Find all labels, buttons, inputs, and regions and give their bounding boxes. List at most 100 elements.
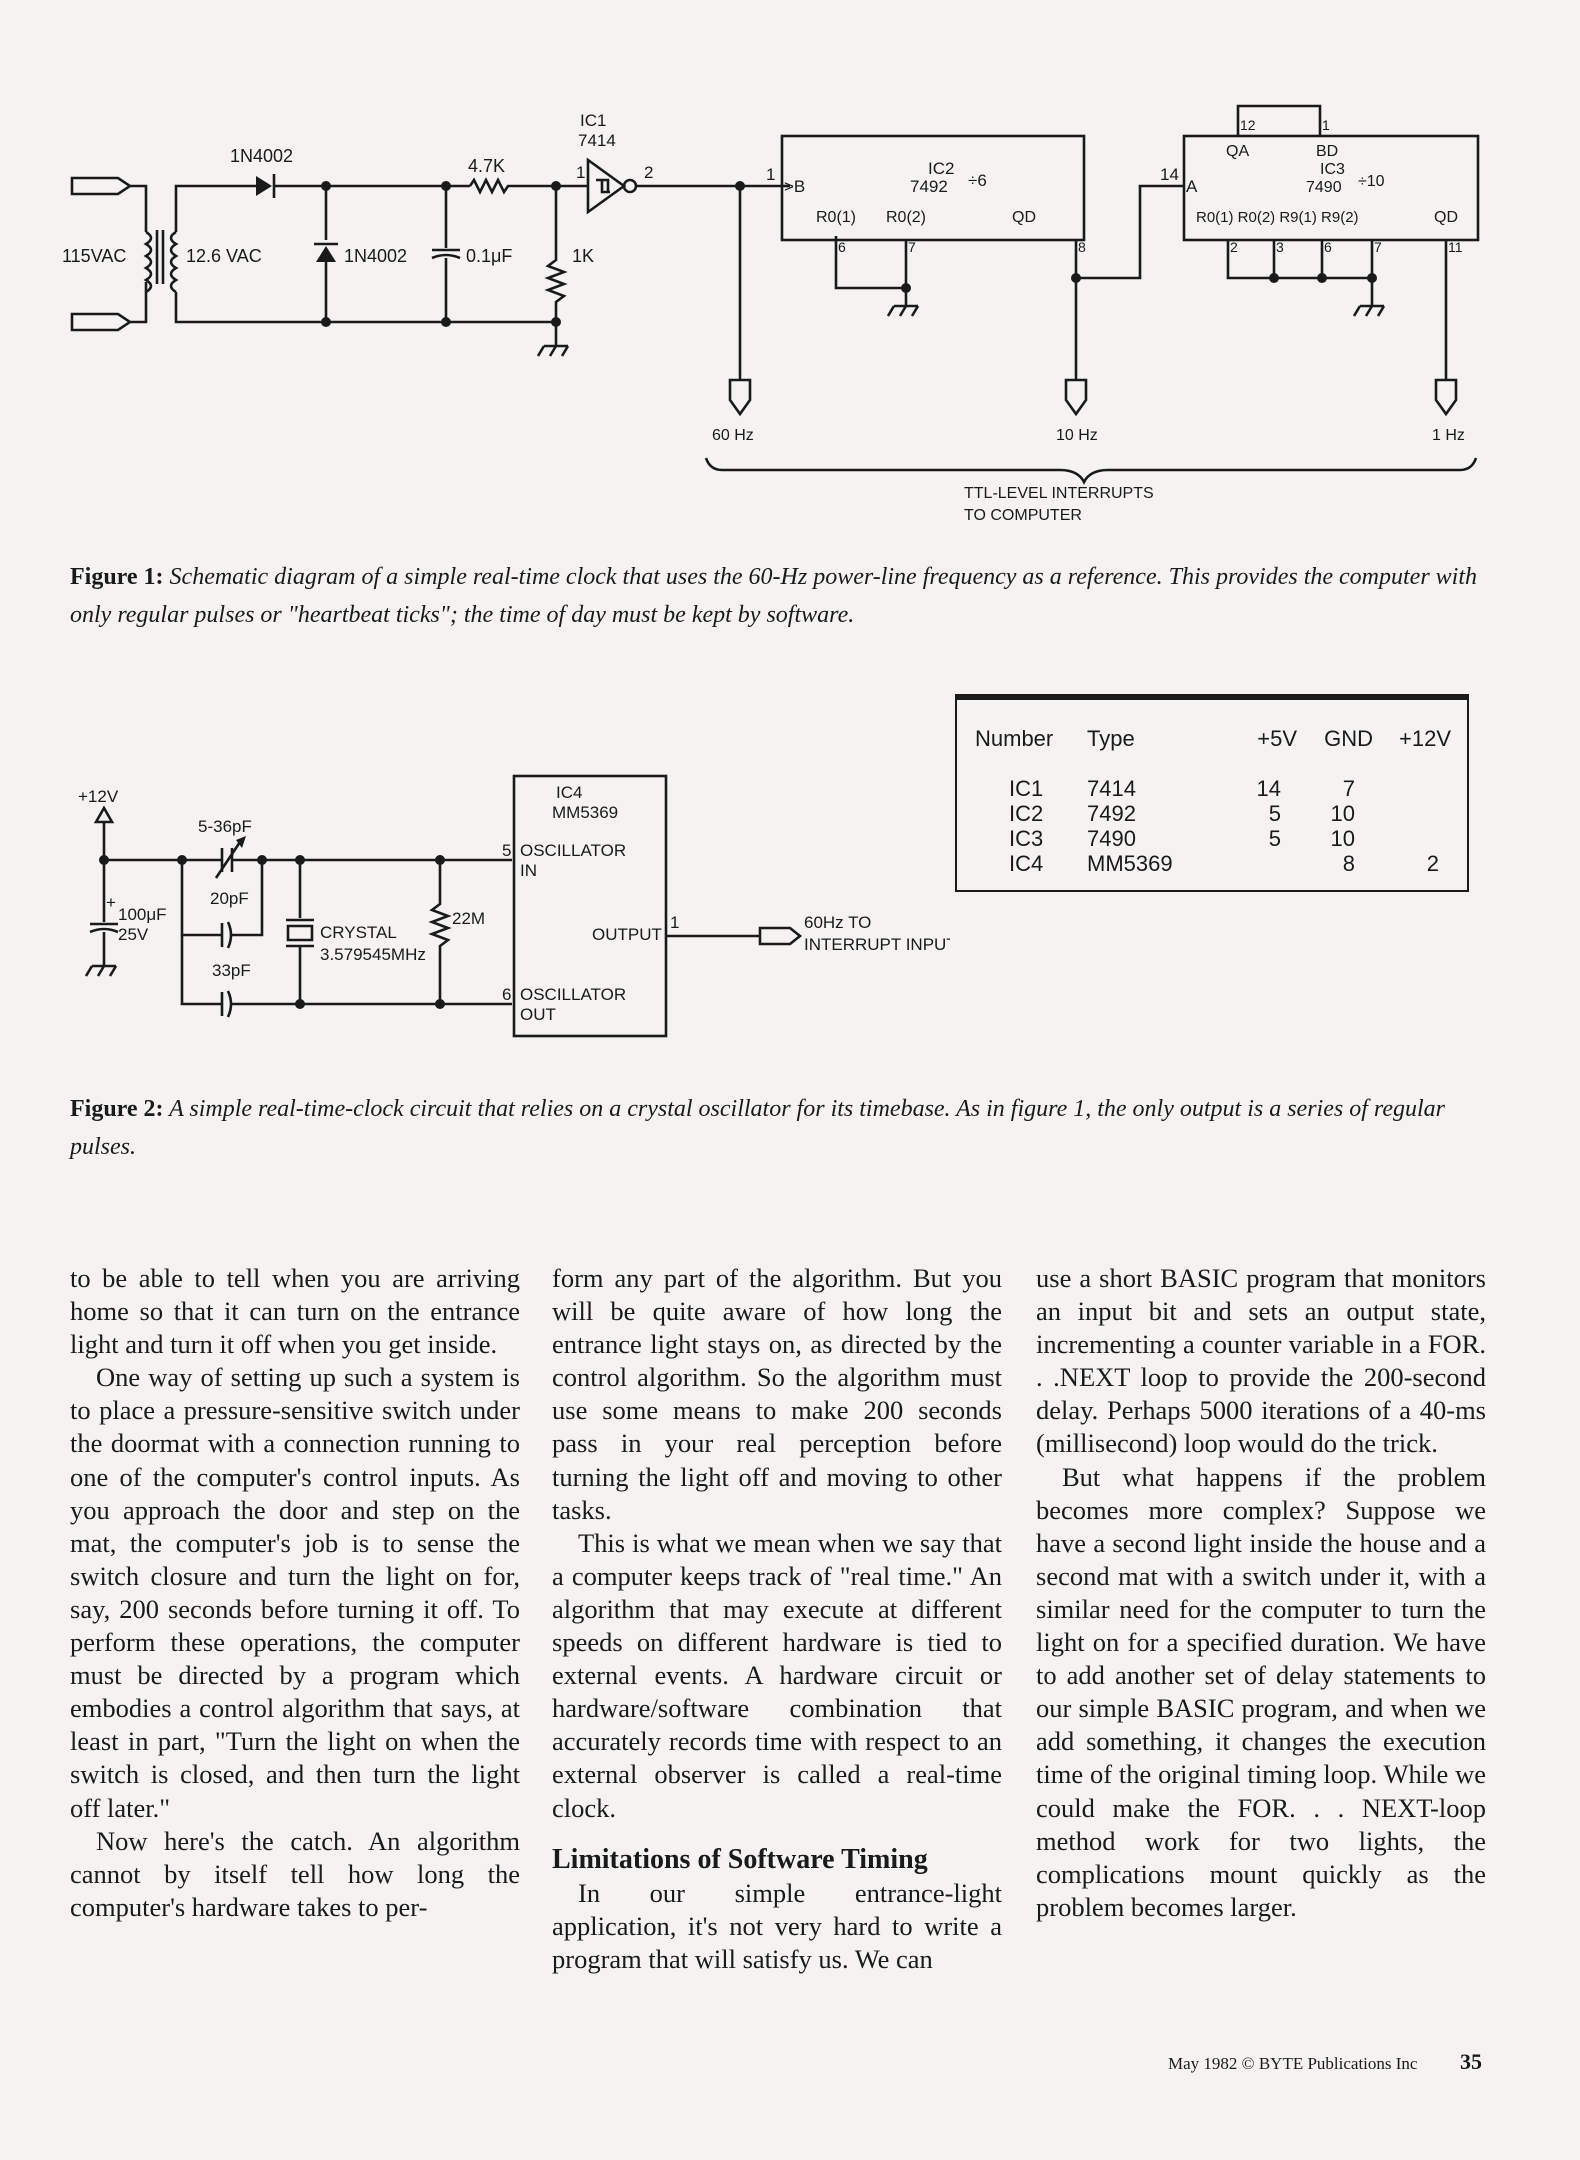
ic2-part: 7492: [910, 177, 948, 196]
figure1-caption-text: Schematic diagram of a simple real-time …: [70, 564, 1478, 628]
table-header-12v: +12V: [1399, 726, 1451, 751]
resistor-47k-label: 4.7K: [468, 156, 505, 176]
table-cell: 7: [1342, 776, 1355, 801]
ic4-pin6: 6: [502, 985, 511, 1004]
figure2-caption-label: Figure 2:: [70, 1096, 164, 1122]
cap20-label: 20pF: [210, 889, 249, 908]
table-cell: 5: [1268, 801, 1281, 826]
ic2-reset2: R0(2): [886, 209, 926, 226]
capacitor-label: 0.1μF: [466, 246, 512, 266]
figure1-caption-label: Figure 1:: [70, 564, 164, 590]
resistor-22m-label: 22M: [452, 909, 485, 928]
ic3-resets: R0(1) R0(2) R9(1) R9(2): [1196, 209, 1359, 226]
ic2-pin-b: >B: [784, 177, 805, 196]
ic1-name: IC1: [580, 111, 606, 130]
interrupts-label-line2: TO COMPUTER: [964, 507, 1082, 524]
ic1-pin-out: 2: [644, 163, 653, 182]
ic3-pin-a: A: [1186, 177, 1198, 196]
interrupts-label-line1: TTL-LEVEL INTERRUPTS: [964, 485, 1154, 502]
resistor-1k-label: 1K: [572, 246, 594, 266]
table-cell: IC1: [1009, 776, 1044, 801]
ic4-name: IC4: [556, 783, 582, 802]
table-cell: IC3: [1009, 826, 1044, 851]
figure2-caption: Figure 2: A simple real-time-clock circu…: [70, 1090, 1510, 1166]
table-header-5v: +5V: [1257, 726, 1297, 751]
crystal-label: CRYSTAL: [320, 923, 397, 942]
table-cell: 14: [1256, 776, 1281, 801]
table-cell: 10: [1330, 826, 1355, 851]
ic3-part: 7490: [1306, 179, 1342, 196]
paragraph: to be able to tell when you are arriving…: [70, 1263, 520, 1360]
figure2-caption-text: A simple real-time-clock circuit that re…: [70, 1096, 1445, 1160]
ic3-pin12: 12: [1240, 117, 1256, 133]
destination-line2: INTERRUPT INPUT: [804, 935, 950, 954]
paragraph: But what happens if the problem becomes …: [1036, 1461, 1486, 1922]
ic3-qd: QD: [1434, 209, 1458, 226]
table-cell: IC4: [1009, 851, 1044, 876]
cap33-label: 33pF: [212, 961, 251, 980]
body-column-2: form any part of the algorithm. But you …: [552, 1262, 1002, 1976]
paragraph: form any part of the algorithm. But you …: [552, 1263, 1002, 1525]
ic4-output: OUTPUT: [592, 925, 662, 944]
ic2-divide: ÷6: [968, 171, 987, 190]
figure2-schematic: +12V 5-36pF 20pF 33pF + 100μF 25V CRYSTA…: [78, 774, 950, 1038]
ic3-qa: QA: [1226, 143, 1249, 160]
table-cell: 7414: [1087, 776, 1136, 801]
cap100-plus: +: [106, 893, 116, 912]
crystal-frequency: 3.579545MHz: [320, 945, 426, 964]
table-header-type: Type: [1087, 726, 1135, 751]
ic3-pin1: 1: [1322, 117, 1330, 133]
ic2-pin6: 6: [838, 239, 846, 255]
body-column-1: to be able to tell when you are arriving…: [70, 1262, 520, 1924]
body-column-3: use a short BASIC program that monitors …: [1036, 1262, 1486, 1924]
mains-label: 115VAC: [62, 246, 126, 266]
section-heading: Limitations of Software Timing: [552, 1843, 928, 1875]
table-cell: 8: [1342, 851, 1355, 876]
figure1-caption: Figure 1: Schematic diagram of a simple …: [70, 558, 1510, 634]
supply-label: +12V: [78, 787, 119, 806]
table-cell: MM5369: [1087, 851, 1173, 876]
footer-credit: May 1982 © BYTE Publications Inc: [1168, 2054, 1418, 2073]
ic3-bd: BD: [1316, 143, 1338, 160]
ic4-pin5: 5: [502, 841, 511, 860]
paragraph: One way of setting up such a system is t…: [70, 1362, 520, 1823]
pin-connection-table: Number Type +5V GND +12V IC1 7414 14 7 I…: [955, 694, 1469, 892]
ic2-name: IC2: [928, 159, 954, 178]
ic3-pin2: 2: [1230, 239, 1238, 255]
ic4-part: MM5369: [552, 803, 618, 822]
table-row: IC2 7492 5 10: [957, 801, 1467, 826]
table-header-gnd: GND: [1324, 726, 1373, 751]
ic2-pin-b-number: 1: [766, 165, 775, 184]
diode-bottom-label: 1N4002: [344, 246, 407, 266]
cap100-voltage: 25V: [118, 925, 149, 944]
osc-out-line2: OUT: [520, 1005, 556, 1024]
figure1-schematic: 115VAC 12.6 VAC 1N4002 1N4002 4.7K 0.1μF…: [62, 104, 1480, 524]
ic3-divide: ÷10: [1358, 173, 1385, 190]
table-cell: 10: [1330, 801, 1355, 826]
ic1-pin-in: 1: [576, 163, 585, 182]
ic3-pin11: 11: [1448, 239, 1463, 255]
page-number: 35: [1460, 2049, 1482, 2074]
table-row: IC3 7490 5 10: [957, 826, 1467, 851]
table-cell: 5: [1268, 826, 1281, 851]
output-60hz: 60 Hz: [712, 427, 754, 444]
paragraph: use a short BASIC program that monitors …: [1036, 1263, 1486, 1459]
ic3-pin6: 6: [1324, 239, 1332, 255]
paragraph: This is what we mean when we say that a …: [552, 1527, 1002, 1823]
ic3-pin3: 3: [1276, 239, 1284, 255]
table-header-number: Number: [975, 726, 1054, 751]
osc-in-line1: OSCILLATOR: [520, 841, 626, 860]
paragraph: Now here's the catch. An algorithm canno…: [70, 1825, 520, 1922]
ic1-part: 7414: [578, 131, 616, 150]
table-cell: 7492: [1087, 801, 1136, 826]
table-row: IC4 MM5369 8 2: [957, 851, 1467, 876]
cap100-value: 100μF: [118, 905, 167, 924]
output-10hz: 10 Hz: [1056, 427, 1098, 444]
output-1hz: 1 Hz: [1432, 427, 1465, 444]
osc-in-line2: IN: [520, 861, 537, 880]
ic3-pin-a-number: 14: [1160, 165, 1179, 184]
ic2-pin7: 7: [908, 239, 916, 255]
ic2-qd: QD: [1012, 209, 1036, 226]
ic4-pin1: 1: [670, 913, 679, 932]
ic3-name: IC3: [1320, 161, 1345, 178]
